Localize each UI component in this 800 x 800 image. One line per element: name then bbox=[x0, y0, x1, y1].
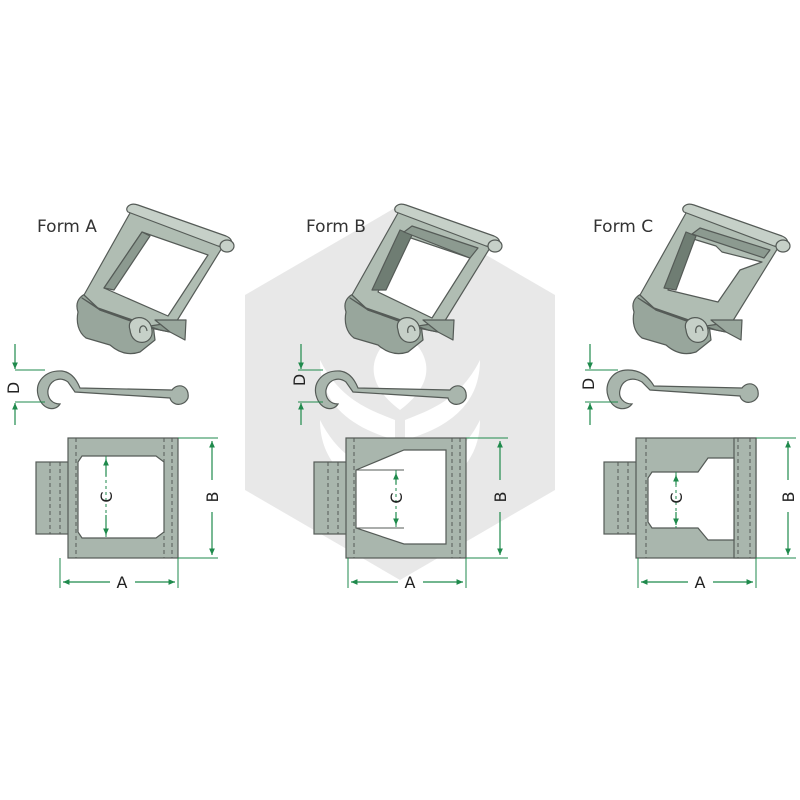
form-a-title: Form A bbox=[37, 217, 97, 237]
form-a-dim-a: A bbox=[117, 573, 128, 592]
form-b-title: Form B bbox=[306, 217, 366, 237]
form-a: Form A D bbox=[4, 203, 235, 592]
form-b-dim-a: A bbox=[405, 573, 416, 592]
form-b-isometric-view bbox=[344, 203, 503, 355]
form-c-window bbox=[647, 457, 735, 541]
form-b-dim-b: B bbox=[491, 492, 510, 503]
form-a-isometric-view bbox=[76, 203, 235, 355]
form-b-side-profile: D bbox=[290, 344, 467, 425]
form-b-dim-c: C bbox=[387, 492, 406, 503]
form-c: Form C D bbox=[579, 203, 798, 592]
form-a-dim-d: D bbox=[4, 382, 23, 394]
form-b-dim-d: D bbox=[290, 374, 309, 386]
form-b: Form B D bbox=[290, 203, 510, 592]
form-c-dim-c: C bbox=[667, 492, 686, 503]
form-c-dim-b: B bbox=[779, 492, 798, 503]
form-a-plan-view: C B A bbox=[35, 437, 222, 592]
form-a-side-profile: D bbox=[4, 344, 189, 425]
form-c-plan-view: C B A bbox=[603, 437, 798, 592]
form-a-window bbox=[77, 455, 165, 539]
form-c-dim-d: D bbox=[579, 378, 598, 390]
form-c-isometric-view bbox=[632, 203, 791, 355]
form-c-dim-a: A bbox=[695, 573, 706, 592]
form-a-dim-b: B bbox=[203, 492, 222, 503]
form-b-plan-view: C B A bbox=[313, 437, 510, 592]
form-a-dim-c: C bbox=[97, 491, 116, 502]
form-c-side-profile: D bbox=[579, 344, 759, 425]
form-c-title: Form C bbox=[593, 217, 653, 237]
